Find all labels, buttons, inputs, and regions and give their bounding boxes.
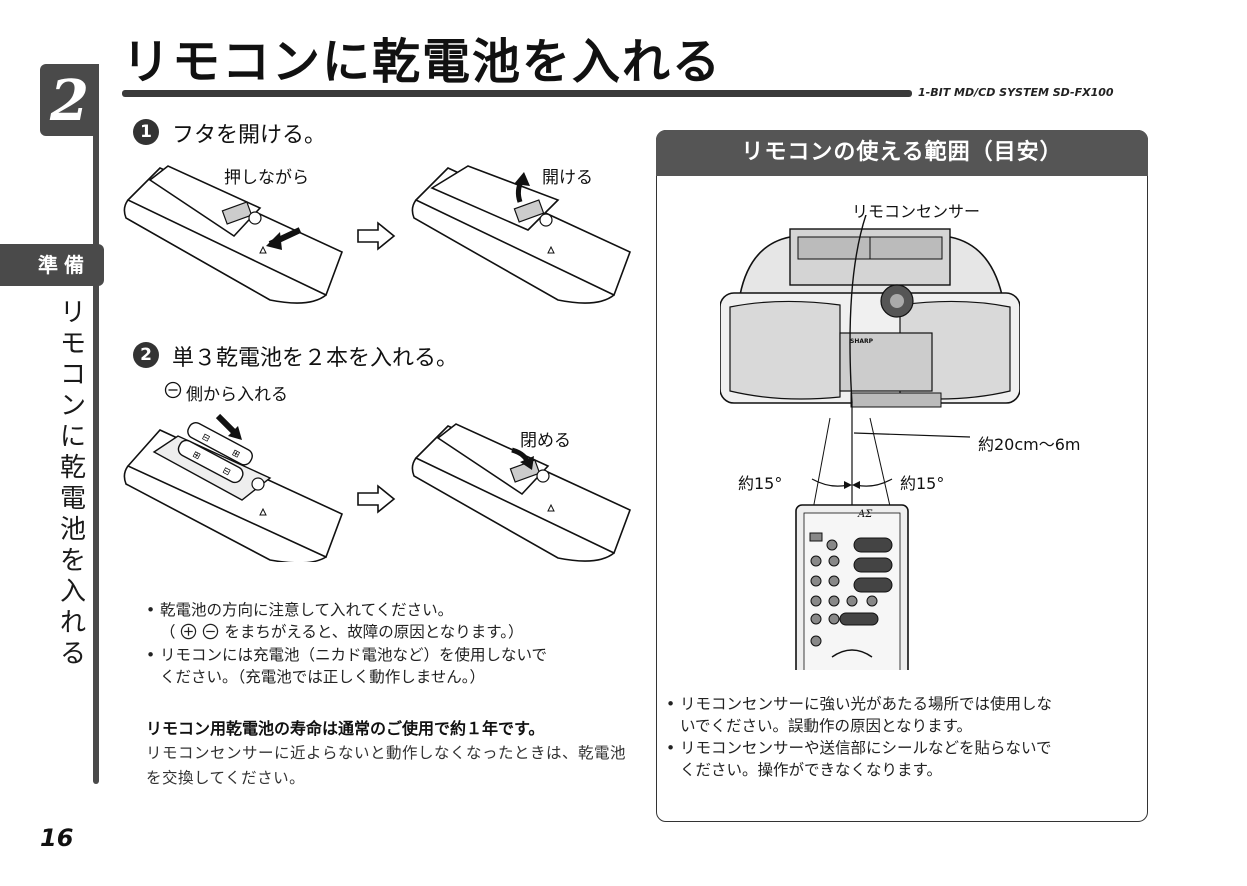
stereo-system-illustration: SHARP <box>720 228 1020 408</box>
step-2-badge: 2 <box>133 342 159 368</box>
vertical-title-char: に <box>59 422 86 452</box>
vertical-chapter-title: リモコンに乾電池を入れる <box>56 298 90 670</box>
vertical-title-char: 入 <box>59 577 86 607</box>
battery-notes: 乾電池の方向に注意して入れてください。 （ をまちがえると、故障の原因となります… <box>146 599 636 689</box>
svg-text:⊞: ⊞ <box>191 450 202 462</box>
note-line: ください。操作ができなくなります。 <box>680 761 942 779</box>
angle-right-label: 約15° <box>900 474 945 493</box>
minus-terminal-icon <box>164 381 182 399</box>
svg-text:AΣ: AΣ <box>857 509 873 520</box>
vertical-title-char: を <box>59 546 86 576</box>
step-1-badge: 1 <box>133 119 159 145</box>
range-note-item: リモコンセンサーや送信部にシールなどを貼らないで ください。操作ができなくなりま… <box>666 737 1142 781</box>
note-item: リモコンには充電池（ニカド電池など）を使用しないで ください。（充電池では正しく… <box>146 644 636 688</box>
svg-text:⊟: ⊟ <box>200 432 211 444</box>
chapter-side-rule <box>93 64 99 784</box>
angle-left-label: 約15° <box>738 474 783 493</box>
chapter-box <box>40 64 98 136</box>
vertical-title-char: コ <box>59 360 86 390</box>
note-line: リモコンセンサーや送信部にシールなどを貼らないで <box>680 739 1052 757</box>
note-line: 乾電池の方向に注意して入れてください。 <box>160 601 454 619</box>
press-label: 押しながら <box>224 168 309 188</box>
vertical-title-char: 電 <box>59 484 86 514</box>
remote-insert-batteries-illustration: ⊟ ⊞ ⊞ ⊟ <box>123 413 344 562</box>
battery-life-heading: リモコン用乾電池の寿命は通常のご使用で約１年です。 <box>146 719 545 738</box>
note-line: リモコンセンサーに強い光があたる場所では使用しな <box>680 695 1053 713</box>
section-label: 準備 <box>38 253 90 277</box>
insert-from-minus-label: 側から入れる <box>186 385 288 405</box>
distance-label: 約20cm〜6m <box>978 435 1081 454</box>
remote-press-cover-illustration <box>123 165 344 304</box>
vertical-title-char: る <box>59 639 86 669</box>
close-label: 閉める <box>520 431 571 451</box>
minus-terminal-icon <box>203 623 219 640</box>
note-line: をまちがえると、故障の原因となります。） <box>224 623 524 641</box>
remote-open-cover-illustration <box>411 165 632 304</box>
note-line: ください。（充電池では正しく動作しません。） <box>160 668 486 686</box>
range-panel-title: リモコンの使える範囲（目安） <box>656 130 1148 176</box>
vertical-title-char: リ <box>59 298 86 328</box>
vertical-title-char: れ <box>59 608 86 638</box>
svg-text:⊞: ⊞ <box>230 448 241 460</box>
arrow-right-icon <box>357 484 396 514</box>
sensor-label: リモコンセンサー <box>852 202 981 221</box>
section-tab <box>0 244 104 286</box>
step-1-text: フタを開ける。 <box>172 123 327 148</box>
open-label: 開ける <box>542 168 593 188</box>
title-rule <box>122 90 912 97</box>
remote-close-cover-illustration <box>411 423 632 562</box>
chapter-number: 2 <box>50 68 89 134</box>
note-line: いでください。誤動作の原因となります。 <box>680 717 973 735</box>
plus-terminal-icon <box>181 623 197 640</box>
range-note-item: リモコンセンサーに強い光があたる場所では使用しな いでください。誤動作の原因とな… <box>666 693 1142 737</box>
remote-control-illustration: AΣ <box>795 504 909 670</box>
vertical-title-char: モ <box>59 329 86 359</box>
page-title: リモコンに乾電池を入れる <box>122 34 723 90</box>
note-line: （ <box>160 623 176 641</box>
vertical-title-char: 乾 <box>59 453 86 483</box>
battery-life-text: リモコンセンサーに近よらないと動作しなくなったときは、乾電池を交換してください。 <box>146 744 627 787</box>
vertical-title-char: ン <box>59 391 86 421</box>
page-number: 16 <box>40 824 74 852</box>
svg-text:⊟: ⊟ <box>221 466 232 478</box>
range-notes: リモコンセンサーに強い光があたる場所では使用しな いでください。誤動作の原因とな… <box>666 693 1142 781</box>
note-item: 乾電池の方向に注意して入れてください。 （ をまちがえると、故障の原因となります… <box>146 599 636 643</box>
svg-text:SHARP: SHARP <box>850 338 874 345</box>
note-line: リモコンには充電池（ニカド電池など）を使用しないで <box>160 646 548 664</box>
vertical-title-char: 池 <box>59 515 86 545</box>
step-2-text: 単３乾電池を２本を入れる。 <box>172 346 459 371</box>
arrow-right-icon <box>357 221 396 251</box>
model-label: 1-BIT MD/CD SYSTEM SD-FX100 <box>918 86 1114 99</box>
remote-range-diagram: SHARP AΣ <box>720 215 1020 670</box>
